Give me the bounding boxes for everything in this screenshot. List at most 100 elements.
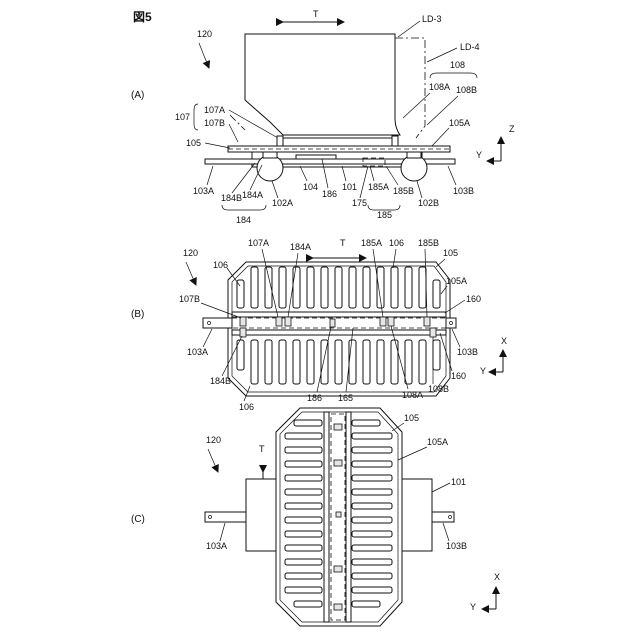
ref-120: 120 bbox=[206, 435, 221, 445]
ref-105: 105 bbox=[443, 248, 458, 258]
roller bbox=[285, 475, 322, 481]
stopper-184b bbox=[240, 328, 246, 337]
roller bbox=[433, 340, 440, 370]
stopper bbox=[334, 604, 342, 610]
stopper bbox=[334, 424, 342, 430]
ref-184a: 184A bbox=[290, 242, 311, 252]
ref-103b: 103B bbox=[453, 186, 474, 196]
roller bbox=[352, 559, 392, 565]
stopper-107a bbox=[276, 317, 282, 326]
ref-106c: 106 bbox=[239, 402, 254, 412]
roller bbox=[285, 489, 322, 495]
ref-108-brace bbox=[430, 73, 477, 78]
roller bbox=[293, 267, 300, 308]
stopper-108a bbox=[392, 136, 398, 146]
axle-103b bbox=[432, 512, 454, 522]
stopper-184a bbox=[285, 317, 291, 326]
stopper-185b bbox=[424, 317, 430, 326]
roller bbox=[363, 340, 370, 384]
roller bbox=[251, 267, 258, 308]
panel-a-tag: (A) bbox=[131, 90, 144, 101]
ref-103a: 103A bbox=[206, 541, 227, 551]
rail-right bbox=[346, 412, 351, 622]
ref-axis-x: X bbox=[501, 336, 507, 346]
roller bbox=[335, 267, 342, 308]
roller bbox=[352, 503, 392, 509]
travel-label-t: T bbox=[340, 238, 346, 248]
roller bbox=[285, 503, 322, 509]
ref-185: 185 bbox=[377, 210, 392, 220]
ref-175-leader bbox=[360, 166, 368, 198]
figure-title: 図5 bbox=[133, 10, 152, 24]
load-base bbox=[283, 138, 392, 146]
ref-185a: 185A bbox=[368, 182, 389, 192]
stopper-186 bbox=[330, 319, 335, 327]
ref-184b: 184B bbox=[210, 376, 231, 386]
ref-103a: 103A bbox=[193, 186, 214, 196]
roller bbox=[352, 475, 392, 481]
roller bbox=[391, 267, 398, 308]
ref-102b: 102B bbox=[418, 198, 439, 208]
ref-175: 175 bbox=[352, 198, 367, 208]
ref-107b: 107B bbox=[204, 118, 225, 128]
ref-107b: 107B bbox=[179, 294, 200, 304]
roller bbox=[265, 340, 272, 384]
roller bbox=[349, 267, 356, 308]
ref-107a: 107A bbox=[248, 238, 269, 248]
travel-label-t: T bbox=[259, 444, 265, 454]
ref-106a: 106 bbox=[389, 238, 404, 248]
stopper-107b bbox=[240, 317, 246, 326]
ref-102b-leader bbox=[417, 181, 422, 198]
ref-120-leader bbox=[199, 43, 209, 68]
panel-b: (B) 120 T bbox=[131, 238, 507, 412]
ref-160b: 160 bbox=[451, 371, 466, 381]
ref-101-leader bbox=[432, 483, 450, 492]
stopper-185a bbox=[380, 317, 386, 326]
ref-105-leader bbox=[205, 143, 230, 148]
ref-107a-leader bbox=[229, 110, 278, 138]
stopper-108a bbox=[388, 317, 394, 326]
roller bbox=[352, 461, 392, 467]
axle-103b bbox=[446, 318, 456, 328]
ref-185b: 185B bbox=[418, 238, 439, 248]
ref-165: 165 bbox=[338, 393, 353, 403]
ref-160a: 160 bbox=[466, 294, 481, 304]
roller bbox=[279, 267, 286, 308]
roller bbox=[363, 267, 370, 308]
ref-108b: 108B bbox=[428, 384, 449, 394]
rail-left bbox=[324, 412, 329, 622]
ref-106b: 106 bbox=[213, 260, 228, 270]
ref-108a: 108A bbox=[402, 390, 423, 400]
travel-label-t: T bbox=[313, 9, 319, 19]
roller bbox=[285, 531, 322, 537]
ref-ld3-leader bbox=[398, 21, 420, 37]
roller bbox=[352, 545, 392, 551]
panel-b-tag: (B) bbox=[131, 309, 144, 320]
ref-108a-leader bbox=[403, 93, 430, 118]
ref-103a-leader bbox=[203, 329, 212, 347]
ref-108a: 108A bbox=[429, 82, 450, 92]
ref-105a-leader bbox=[432, 128, 449, 146]
roller bbox=[419, 267, 426, 308]
roller bbox=[285, 517, 322, 523]
ref-103a-leader bbox=[207, 166, 213, 185]
wheel-102a-hub bbox=[263, 152, 277, 158]
ref-103b-leader bbox=[443, 523, 449, 541]
ref-120: 120 bbox=[183, 248, 198, 258]
ref-184b: 184B bbox=[221, 193, 242, 203]
ref-120-leader bbox=[208, 449, 218, 472]
ref-184a-leader bbox=[250, 165, 262, 190]
rail-186 bbox=[296, 155, 336, 159]
roller bbox=[433, 280, 440, 308]
ref-103b: 103B bbox=[457, 347, 478, 357]
stopper-108b bbox=[430, 328, 436, 337]
roller bbox=[352, 531, 392, 537]
roller bbox=[352, 517, 392, 523]
ref-107b-leader bbox=[229, 124, 238, 142]
roller bbox=[251, 340, 258, 384]
ref-102a: 102A bbox=[272, 198, 293, 208]
ref-ld4: LD-4 bbox=[460, 42, 480, 52]
roller bbox=[285, 587, 322, 593]
ref-101: 101 bbox=[342, 182, 357, 192]
roller bbox=[405, 267, 412, 308]
